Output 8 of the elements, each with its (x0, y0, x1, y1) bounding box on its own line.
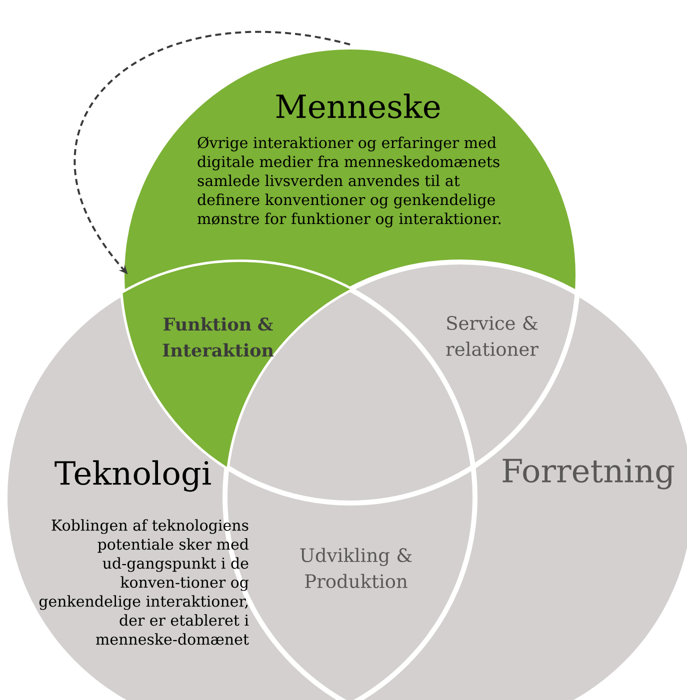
circle-heading: Menneske (276, 94, 440, 118)
overlap-label: Service & relationer (446, 316, 538, 356)
circle-heading: Forretning (502, 458, 674, 490)
description-text: Øvrige interaktioner og erfaringer med digitale medier fra menneskedomænets samlede livsverden anvendes til at definere konventioner og genkendelige mønstre for funktioner og interaktioner. (198, 136, 501, 228)
overlap-label: Udvikling & Produktion (300, 548, 412, 588)
circle-heading: Teknologi (54, 460, 211, 492)
description-text: Koblingen af teknologiens potentiale sker med ud-gangspunkt i de konven-tioner og genkendelige interaktioner, der er etableret i menneske-domænet (39, 519, 249, 645)
overlap-label: Funktion & Interaktion (162, 317, 274, 357)
